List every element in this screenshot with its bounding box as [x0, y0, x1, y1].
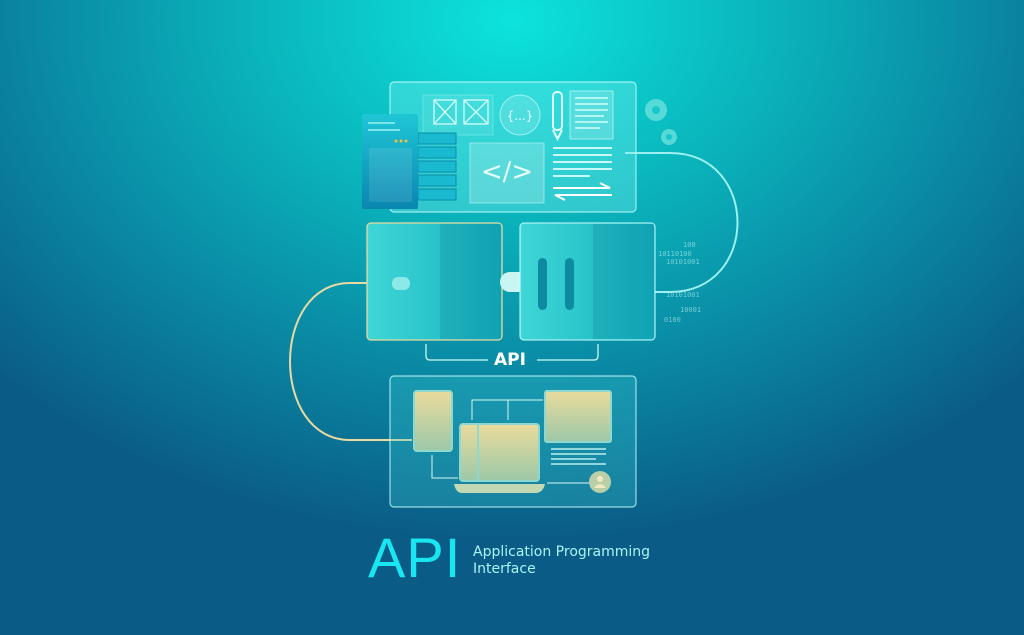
footer-subtitle: Application Programming Interface [473, 544, 650, 578]
code-icon [469, 142, 545, 204]
cable-plug [392, 277, 410, 290]
svg-text:100: 100 [683, 241, 696, 249]
svg-text:</>: </> [481, 157, 533, 187]
svg-text:10001: 10001 [680, 306, 701, 314]
monitor-icon [544, 390, 612, 443]
api-client-box [366, 222, 503, 341]
right-cable [625, 152, 739, 293]
phone-icon [413, 390, 453, 452]
svg-text:10101001: 10101001 [666, 291, 700, 299]
api-center-label: API [494, 350, 526, 370]
server-icon [362, 114, 457, 209]
gear-icon [645, 99, 677, 145]
subtitle-line-2: Interface [473, 561, 536, 577]
binary-data: 100 10110100 10101001 10101001 10001 010… [658, 241, 701, 324]
svg-text:10110100: 10110100 [658, 250, 692, 258]
image-placeholder-icon [433, 99, 489, 125]
devices-panel [389, 375, 637, 508]
svg-text:0100: 0100 [664, 316, 681, 324]
pencil-icon [552, 91, 563, 142]
api-bracket [425, 344, 599, 361]
svg-text:10101001: 10101001 [666, 258, 700, 266]
braces-icon [499, 94, 541, 136]
laptop-icon [454, 423, 545, 493]
svg-text:{...}: {...} [507, 109, 534, 123]
subtitle-line-1: Application Programming [473, 544, 651, 560]
swap-arrows-icon [553, 182, 612, 201]
left-cable [289, 282, 412, 441]
footer-title: API [368, 526, 462, 589]
api-server-box [519, 222, 656, 341]
document-icon [569, 90, 614, 140]
